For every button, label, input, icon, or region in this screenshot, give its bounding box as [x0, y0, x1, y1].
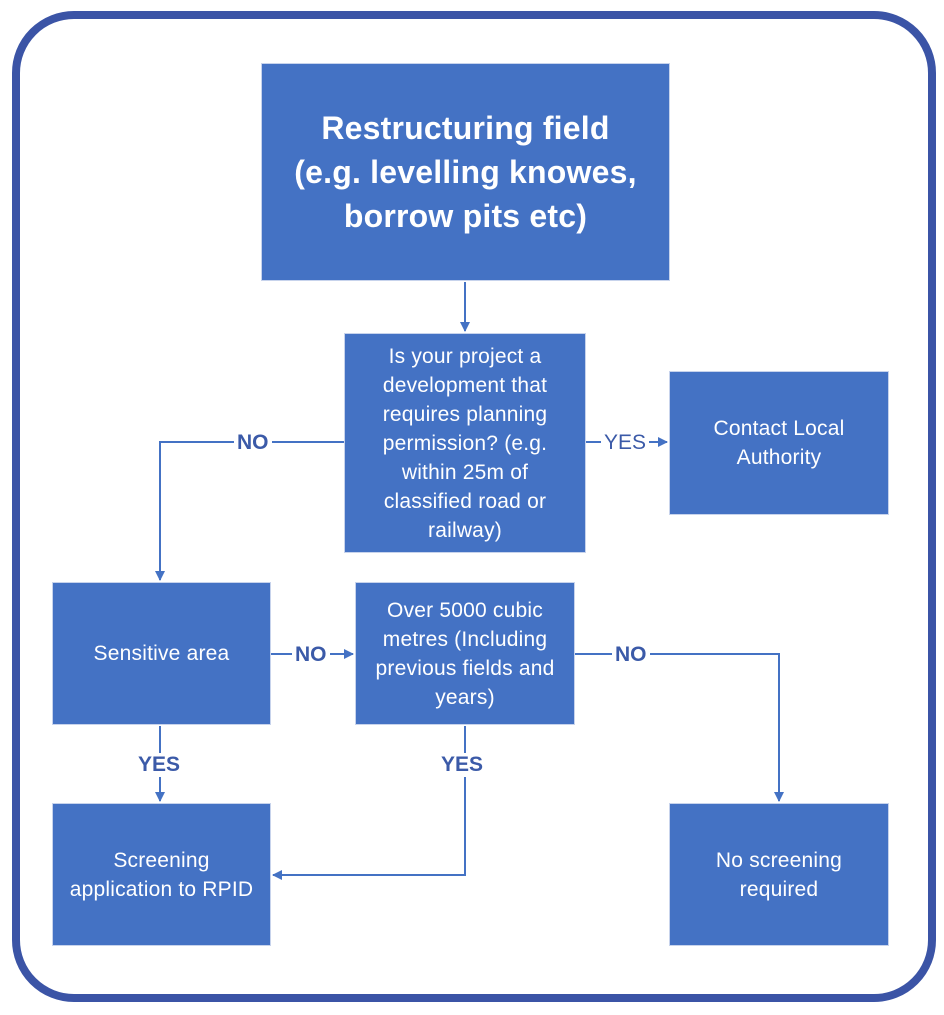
node-text-line: requires planning: [382, 402, 548, 426]
node-sensitive-area: Sensitive area: [52, 582, 271, 725]
node-text-line: Contact Local: [713, 417, 845, 440]
edge-label-sensitive-no: NO: [292, 643, 330, 667]
node-text-line: years): [435, 685, 495, 709]
node-text-line: railway): [428, 518, 502, 542]
node-volume-question: Over 5000 cubic metres (Including previo…: [355, 582, 575, 725]
node-text-line: No screening: [715, 848, 843, 872]
edge-label-planning-no: NO: [234, 431, 272, 455]
edge-label-planning-yes: YES: [601, 431, 650, 455]
node-contact-local-authority: Contact Local Authority: [669, 371, 889, 515]
node-text-line: development that: [382, 373, 548, 397]
connector-volume-no-to-no-screening: [575, 653, 784, 802]
connector-volume-yes-to-screening: [272, 726, 466, 880]
edge-label-sensitive-yes: YES: [135, 753, 184, 777]
edge-label-volume-no: NO: [612, 643, 650, 667]
node-text-line: Restructuring field: [321, 110, 610, 146]
node-restructuring-field: Restructuring field (e.g. levelling know…: [261, 63, 670, 281]
node-text-line: within 25m of: [401, 460, 529, 484]
node-text-line: required: [739, 877, 819, 901]
node-text-line: borrow pits etc): [343, 198, 588, 234]
node-no-screening-required: No screening required: [669, 803, 889, 946]
edge-label-volume-yes: YES: [438, 753, 487, 777]
node-text-line: permission? (e.g.: [382, 431, 548, 455]
node-text-line: Screening: [113, 848, 210, 872]
node-text-line: Over 5000 cubic: [387, 598, 543, 622]
node-screening-application: Screening application to RPID: [52, 803, 271, 946]
node-text-line: metres (Including: [382, 627, 548, 651]
node-text-line: (e.g. levelling knowes,: [294, 154, 637, 190]
connector-planning-no-to-sensitive: [155, 441, 344, 581]
node-text-line: Is your project a: [388, 344, 542, 368]
node-text-line: previous fields and: [375, 656, 555, 680]
node-text-line: classified road or: [383, 489, 547, 513]
node-text-line: application to RPID: [69, 877, 254, 901]
node-text-line: Sensitive area: [93, 642, 230, 665]
node-planning-permission-question: Is your project a development that requi…: [344, 333, 586, 553]
node-text-line: Authority: [736, 446, 822, 469]
